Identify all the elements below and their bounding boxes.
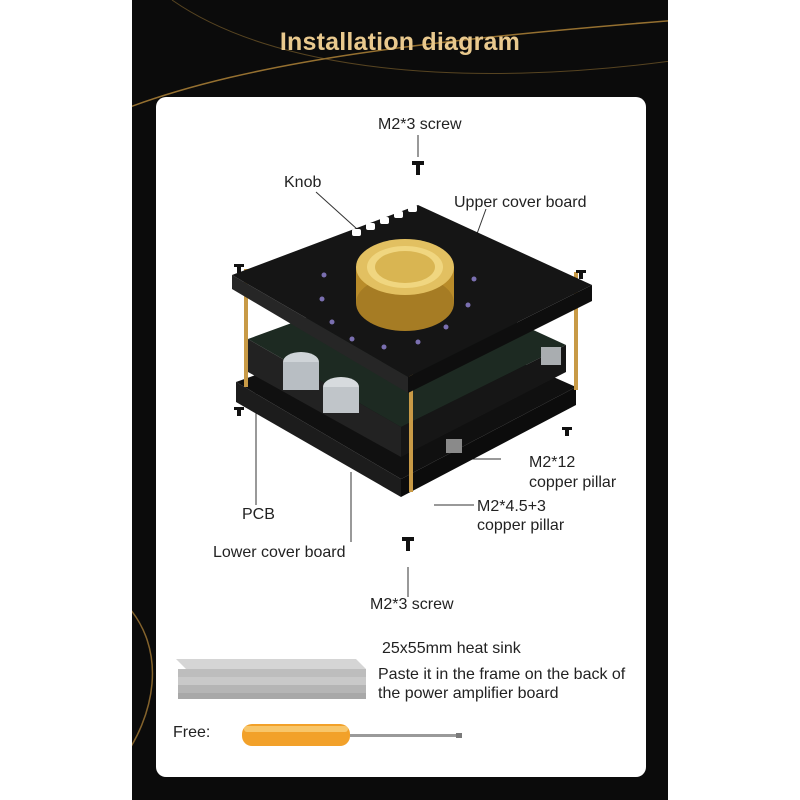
- screwdriver: [242, 724, 462, 746]
- gold-knob: [356, 239, 454, 331]
- label-pcb: PCB: [242, 506, 275, 523]
- heat-sink-note: Paste it in the frame on the back of the…: [378, 666, 626, 702]
- label-pillar-45: M2*4.5+3: [477, 498, 546, 515]
- diagram-panel: M2*3 screw Knob Upper cover board M2*12 …: [156, 97, 646, 777]
- amplifier-illustration: [176, 135, 592, 746]
- bottom-screw: [402, 537, 414, 551]
- label-pillar-12-type: copper pillar: [529, 474, 617, 491]
- free-label: Free:: [173, 724, 211, 741]
- label-bottom-screw: M2*3 screw: [370, 596, 454, 613]
- top-screw: [412, 161, 424, 175]
- page-title: Installation diagram: [279, 28, 521, 56]
- label-top-screw: M2*3 screw: [378, 116, 462, 133]
- label-lower-cover-board: Lower cover board: [213, 544, 346, 561]
- label-pillar-45-type: copper pillar: [477, 517, 565, 534]
- heat-sink: [176, 659, 366, 699]
- label-upper-cover-board: Upper cover board: [454, 194, 587, 211]
- label-knob: Knob: [284, 174, 322, 191]
- label-pillar-12: M2*12: [529, 454, 576, 471]
- gold-swirl-decoration: [132, 0, 668, 747]
- image-frame: Installation diagram: [132, 0, 668, 800]
- heat-sink-title: 25x55mm heat sink: [382, 640, 521, 657]
- copper-pillars: [244, 269, 578, 492]
